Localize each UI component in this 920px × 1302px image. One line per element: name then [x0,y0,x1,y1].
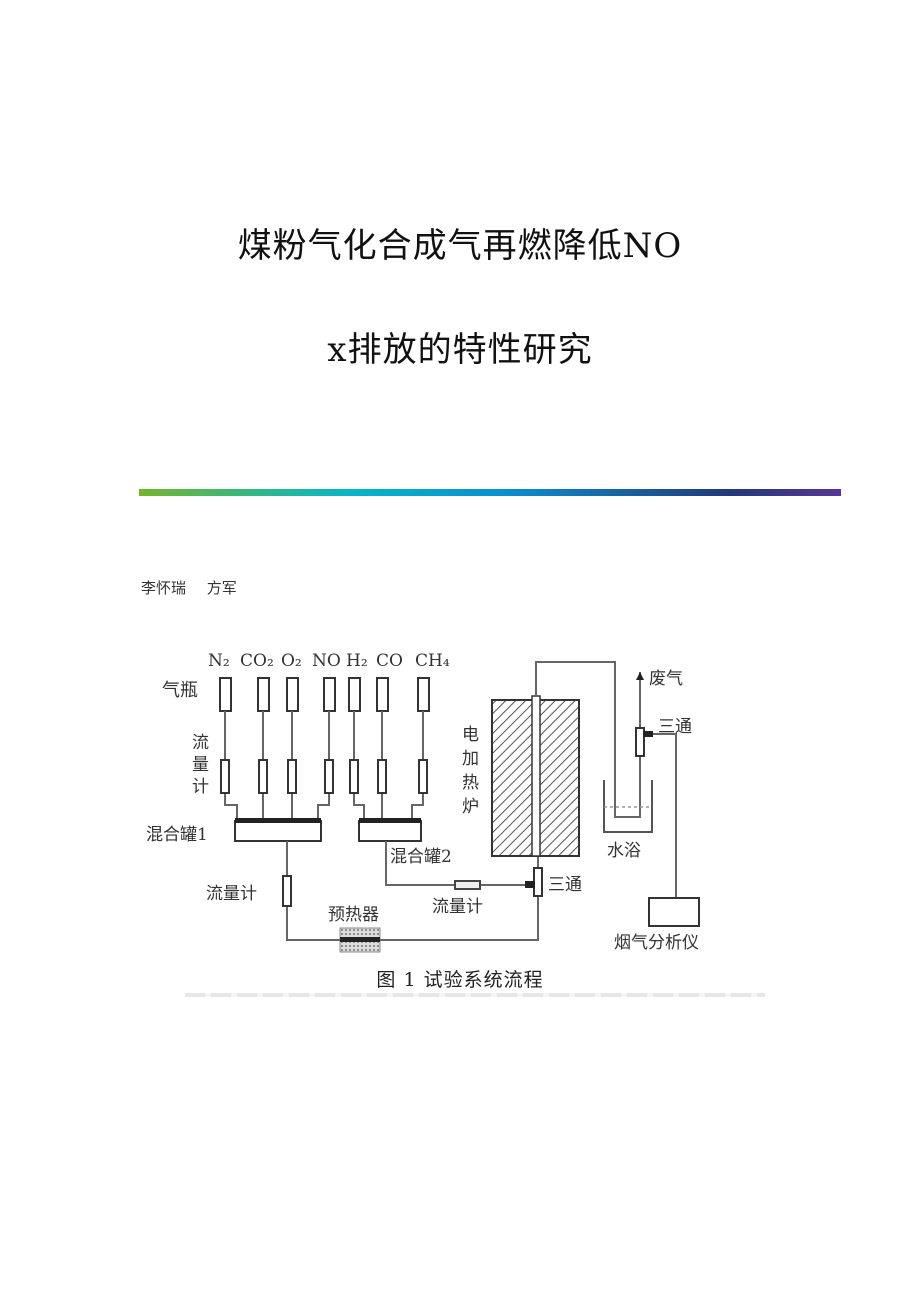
author-1: 李怀瑞 [141,579,187,597]
flowmeter-1-label: 流量计 [206,884,257,904]
gas-cylinders [219,677,430,712]
water-bath-label: 水浴 [607,841,641,861]
author-2: 方军 [206,579,237,597]
gas-label-h2: H₂ [346,651,368,671]
preheater [339,927,381,953]
flowmeter-2 [454,880,481,890]
exhaust-arrow-icon [636,672,644,680]
gas-label-co2: CO₂ [240,651,274,671]
flowmeter-label-v3: 计 [192,777,209,797]
experiment-system-diagram: N₂ CO₂ O₂ NO H₂ CO CH₄ 气瓶 流 量 计 [140,640,780,1010]
furnace-label-4: 炉 [462,797,479,817]
tee-1 [525,867,543,897]
authors: 李怀瑞 方军 [141,577,237,598]
document-title-line-1: 煤粉气化合成气再燃降低NO [237,226,683,266]
electric-furnace [491,695,580,857]
analyzer-label: 烟气分析仪 [614,933,699,953]
gas-label-no: NO [312,651,341,671]
flowmeter-2-label: 流量计 [432,897,483,917]
gradient-divider [139,489,841,496]
gas-label-n2: N₂ [208,651,230,671]
flowmeter-1 [282,875,292,907]
tee-1-label: 三通 [548,875,582,895]
gas-label-ch4: CH₄ [415,651,450,671]
preheater-label: 预热器 [328,905,379,925]
furnace-label-2: 加 [462,749,479,769]
furnace-label-1: 电 [462,725,479,745]
flowmeter-label-v2: 量 [192,755,209,775]
gas-label-co: CO [376,651,403,671]
furnace-label-3: 热 [462,773,479,793]
mixer-2-label: 混合罐2 [390,847,452,867]
exhaust-label: 废气 [649,669,683,689]
gas-label-o2: O₂ [281,651,302,671]
mixer-tank-2 [358,818,422,842]
flue-gas-analyzer [648,897,700,927]
gas-labels: N₂ CO₂ O₂ NO H₂ CO CH₄ [208,651,450,671]
mixer-tank-1 [234,818,322,842]
tee-2 [635,727,653,757]
cylinder-label: 气瓶 [162,680,198,701]
gas-lines [224,711,424,818]
figure-caption: 图 1 试验系统流程 [376,969,544,991]
flowmeter-label-v1: 流 [192,733,209,753]
tee-2-label: 三通 [658,717,692,737]
flowmeters [220,759,428,794]
faint-scan-line [185,993,765,997]
mixer-1-label: 混合罐1 [146,825,208,845]
document-title-line-2: x排放的特性研究 [327,330,593,370]
water-bath [603,780,653,833]
